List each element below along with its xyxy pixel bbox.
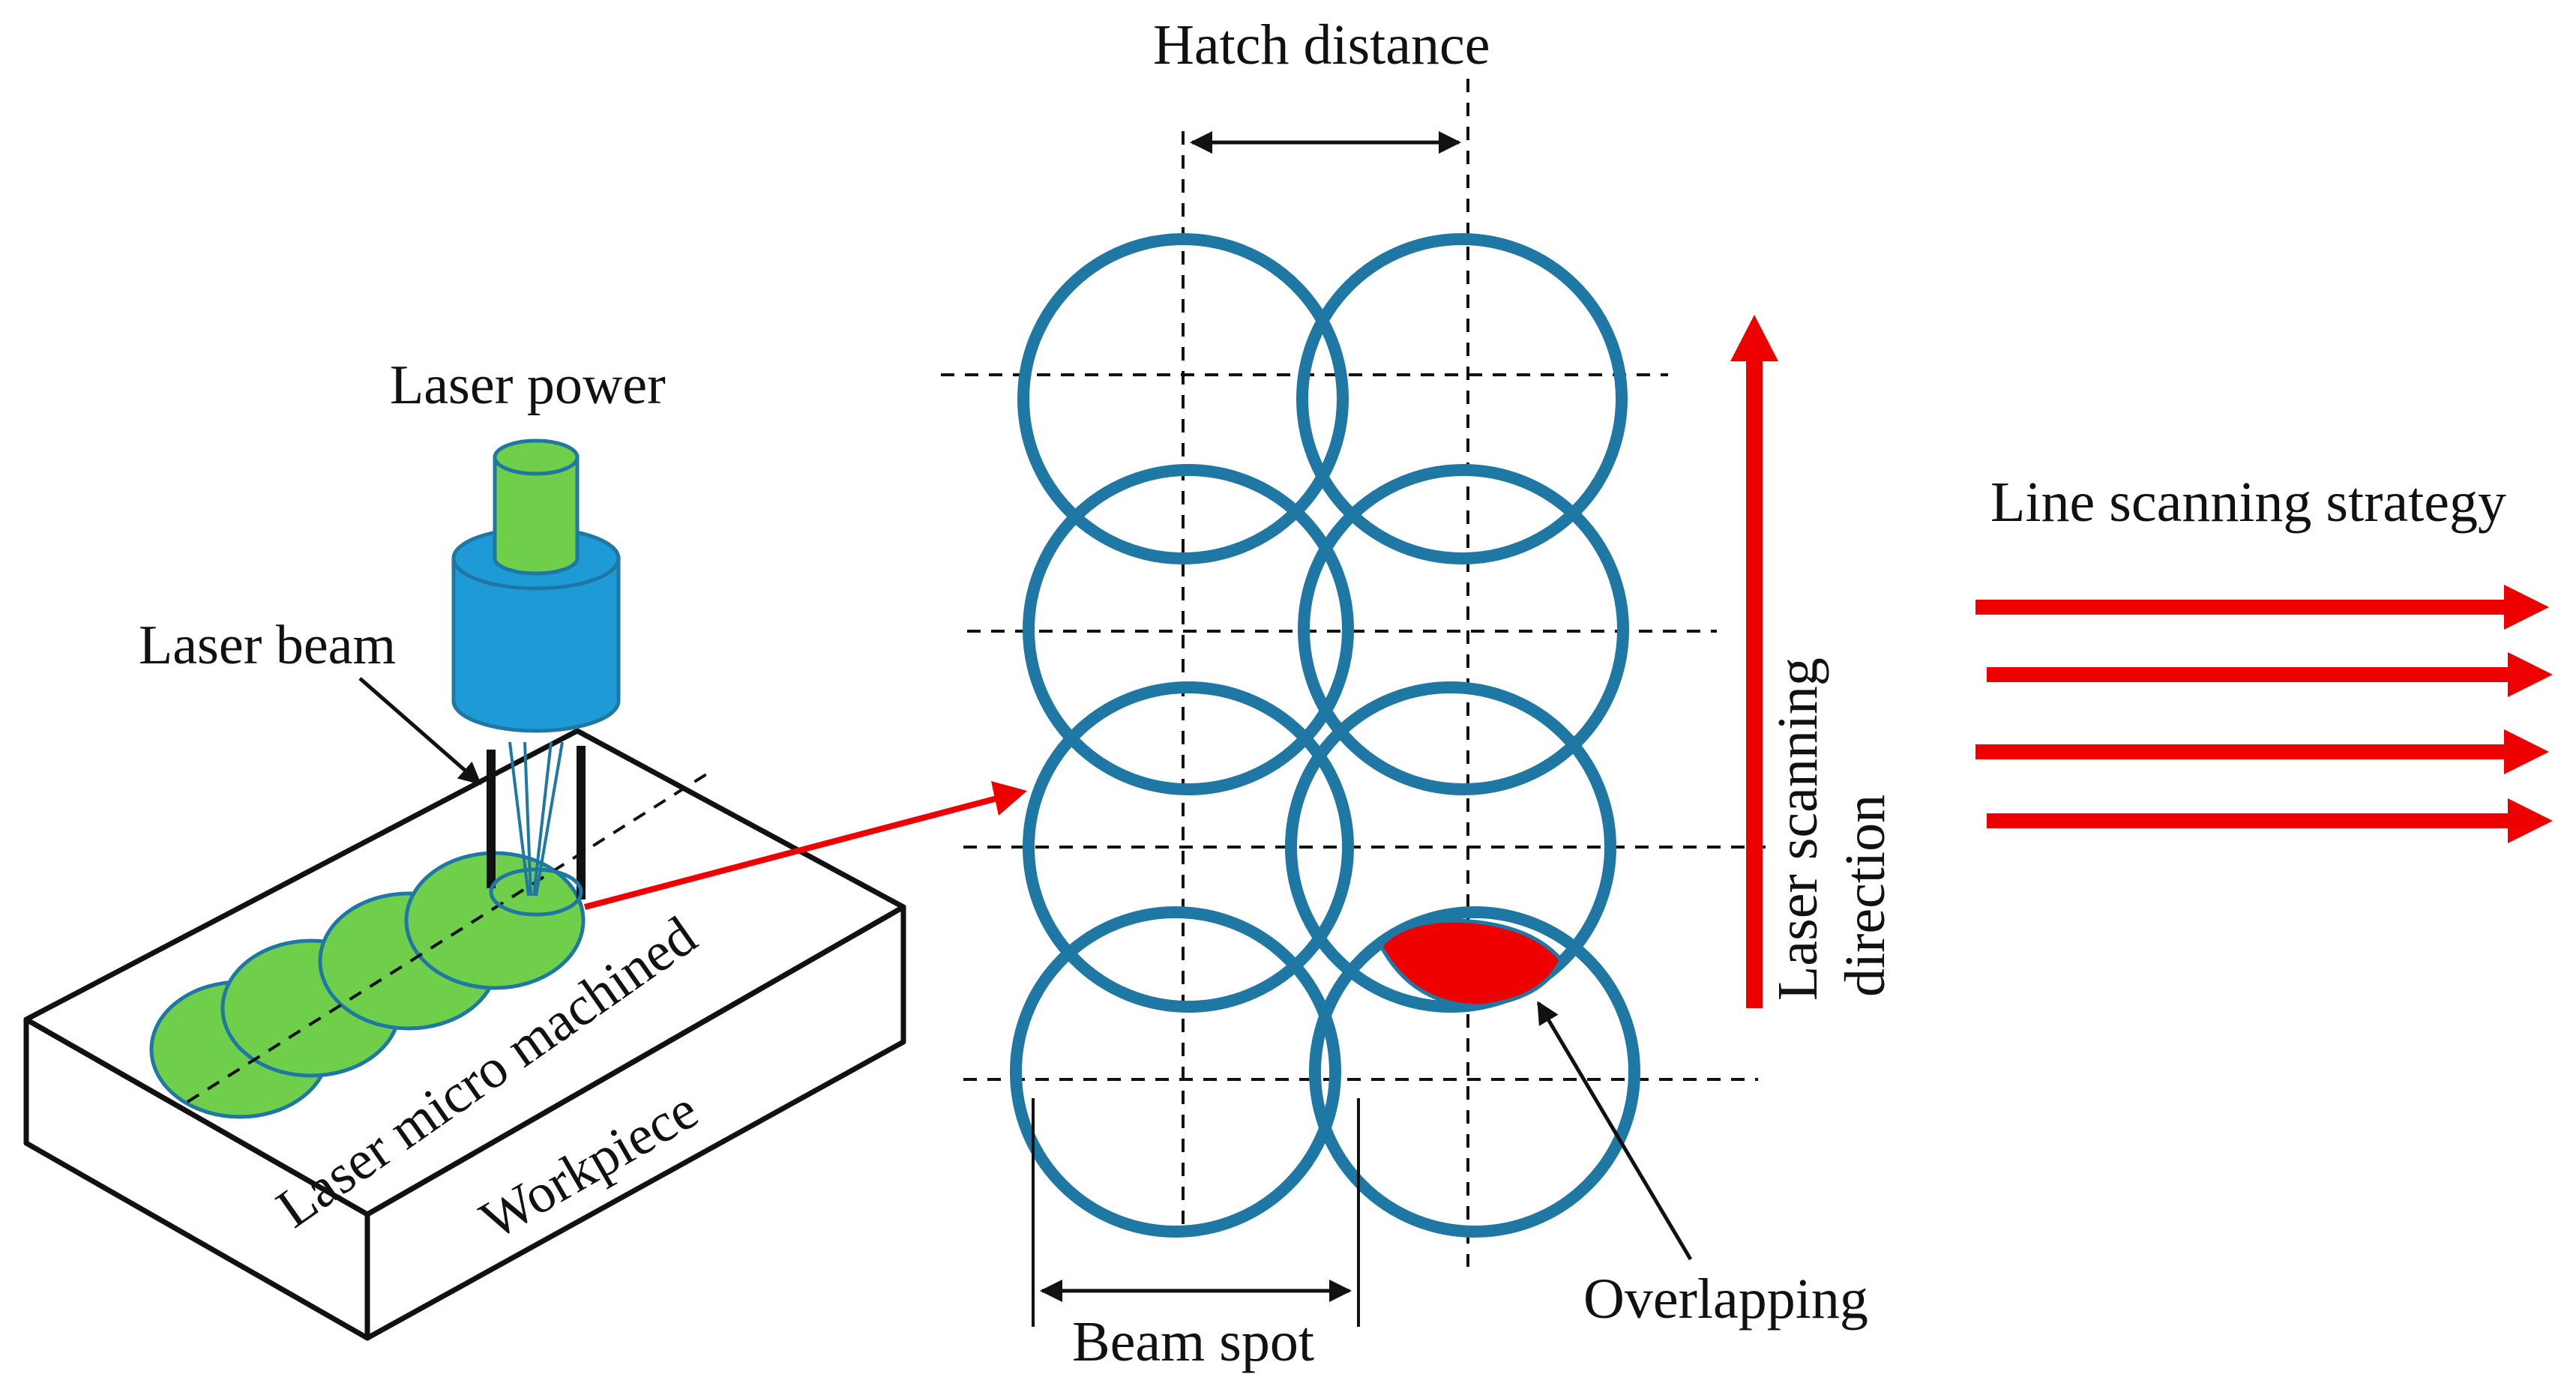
label-line-scanning-strategy: Line scanning strategy — [1990, 471, 2506, 534]
beam-spot-ring — [1017, 233, 1349, 564]
zoom-link-arrow — [583, 795, 999, 910]
label-laser-scanning: Laser scanning — [1766, 657, 1829, 1001]
right-arrow-icon — [1975, 585, 2553, 843]
overlap-pointer — [1536, 1001, 1693, 1261]
beam-spot-ring — [1023, 681, 1354, 1013]
label-laser-beam: Laser beam — [139, 615, 396, 676]
workpiece-side-face — [364, 904, 906, 1341]
scan-direction: Laser scanning direction — [1730, 315, 1897, 1008]
beam-spot-ring — [1285, 681, 1616, 1013]
line-scanning-strategy: Line scanning strategy — [1975, 471, 2553, 843]
label-laser-power: Laser power — [390, 355, 666, 416]
beam-spot-ring — [1309, 906, 1640, 1238]
beam-spot-ring — [1023, 464, 1354, 795]
beam-spot-ring — [1010, 906, 1341, 1238]
label-workpiece: Workpiece — [471, 1079, 708, 1251]
beam-spot-ring — [1296, 233, 1628, 564]
zoom-link-arrowhead — [991, 781, 1027, 816]
beam-focus-spot — [489, 867, 583, 917]
workpiece-illustration: Laser power Laser beam Laser micro machi… — [23, 355, 1027, 1341]
label-direction: direction — [1834, 795, 1897, 997]
beam-spot-grid: Hatch distance Beam spot Overlapping — [941, 13, 1868, 1373]
up-arrow-icon — [1730, 315, 1778, 1008]
overlap-region — [1379, 918, 1563, 1008]
label-overlapping: Overlapping — [1583, 1268, 1868, 1331]
scan-path-line — [186, 769, 714, 1103]
beam-spot-ring — [1298, 464, 1629, 795]
label-beam-spot: Beam spot — [1072, 1310, 1314, 1373]
label-hatch-distance: Hatch distance — [1153, 13, 1490, 76]
laser-beam-pointer — [358, 677, 482, 785]
laser-head-icon — [451, 439, 621, 733]
